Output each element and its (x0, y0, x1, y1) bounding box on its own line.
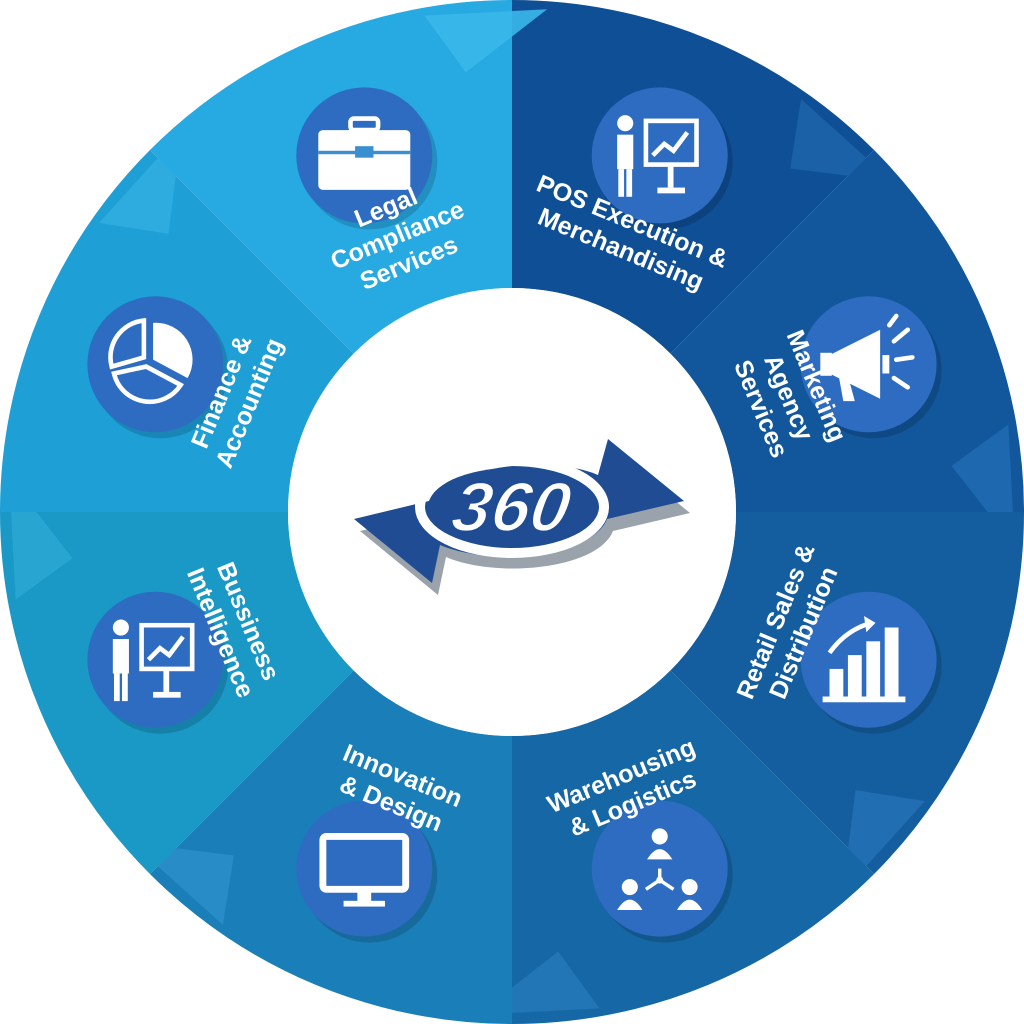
icons-layer (87, 87, 942, 943)
segment-arrow-legal (424, 9, 548, 73)
monitor-icon (319, 832, 410, 907)
network-people-icon (617, 828, 703, 911)
bar-chart-growth-icon (822, 616, 906, 703)
logo-inner (428, 468, 596, 546)
logo-text: 360 (446, 467, 577, 545)
segment-icon-group-innovation (296, 800, 438, 943)
segment-icon-group-marketing (800, 296, 942, 439)
logo-ring (415, 456, 609, 558)
segment-icon-group-pos (591, 87, 733, 230)
presentation-chart-icon (617, 115, 699, 197)
pie-chart-icon (108, 318, 193, 405)
presentation-chart-icon (112, 619, 195, 702)
logo-360: 360 (354, 439, 690, 595)
segment-icon-group-warehouse (591, 800, 733, 943)
segment-icon-group-bi (87, 591, 229, 734)
megaphone-icon (820, 313, 915, 402)
segment-icon-group-retail (800, 591, 942, 734)
briefcase-icon (318, 116, 411, 190)
segment-icon-group-finance (87, 296, 229, 439)
segment-icon-group-legal (296, 87, 438, 230)
